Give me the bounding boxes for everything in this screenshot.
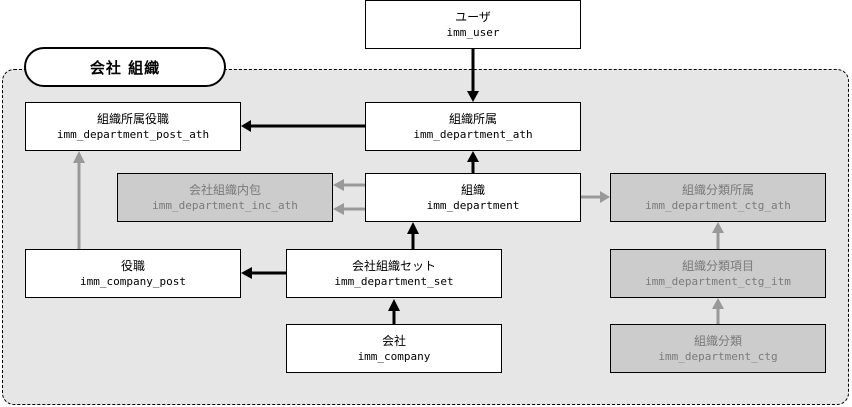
node-label-jp: 役職 (120, 258, 145, 273)
node-label-jp: 組織分類項目 (681, 258, 754, 273)
node-label-jp: 組織所属役職 (96, 111, 169, 126)
node-imm-department-inc-ath[interactable]: 会社組織内包 imm_department_inc_ath (117, 173, 333, 222)
node-imm-department-set[interactable]: 会社組織セット imm_department_set (286, 249, 502, 298)
node-imm-department-ath[interactable]: 組織所属 imm_department_ath (365, 102, 581, 151)
node-imm-company-post[interactable]: 役職 imm_company_post (25, 249, 241, 298)
node-label-table: imm_department_set (334, 274, 454, 288)
node-imm-department-ctg[interactable]: 組織分類 imm_department_ctg (610, 324, 826, 373)
node-imm-department[interactable]: 組織 imm_department (365, 173, 581, 222)
node-label-table: imm_company (357, 349, 431, 363)
node-label-table: imm_department_ctg (658, 349, 778, 363)
node-label-table: imm_department_inc_ath (152, 198, 298, 212)
node-label-jp: 会社組織セット (351, 258, 436, 273)
node-imm-user[interactable]: ユーザ imm_user (365, 0, 581, 49)
node-imm-company[interactable]: 会社 imm_company (286, 324, 502, 373)
node-label-jp: ユーザ (455, 9, 491, 24)
node-imm-department-ctg-itm[interactable]: 組織分類項目 imm_department_ctg_itm (610, 249, 826, 298)
node-label-table: imm_department_post_ath (56, 127, 210, 141)
node-label-jp: 会社 (381, 333, 406, 348)
node-label-jp: 組織所属 (448, 111, 497, 126)
node-label-table: imm_department_ctg_ath (645, 198, 791, 212)
node-label-table: imm_department_ath (413, 127, 533, 141)
node-label-table: imm_department (426, 198, 520, 212)
node-label-jp: 会社組織内包 (188, 182, 261, 197)
node-label-table: imm_company_post (80, 274, 186, 288)
node-label-jp: 組織分類所属 (681, 182, 754, 197)
node-label-table: imm_user (446, 25, 500, 39)
group-label: 会社 組織 (24, 47, 226, 87)
node-imm-department-post-ath[interactable]: 組織所属役職 imm_department_post_ath (25, 102, 241, 151)
node-imm-department-ctg-ath[interactable]: 組織分類所属 imm_department_ctg_ath (610, 173, 826, 222)
node-label-jp: 組織分類 (693, 333, 742, 348)
node-label-table: imm_department_ctg_itm (645, 274, 791, 288)
node-label-jp: 組織 (460, 182, 485, 197)
